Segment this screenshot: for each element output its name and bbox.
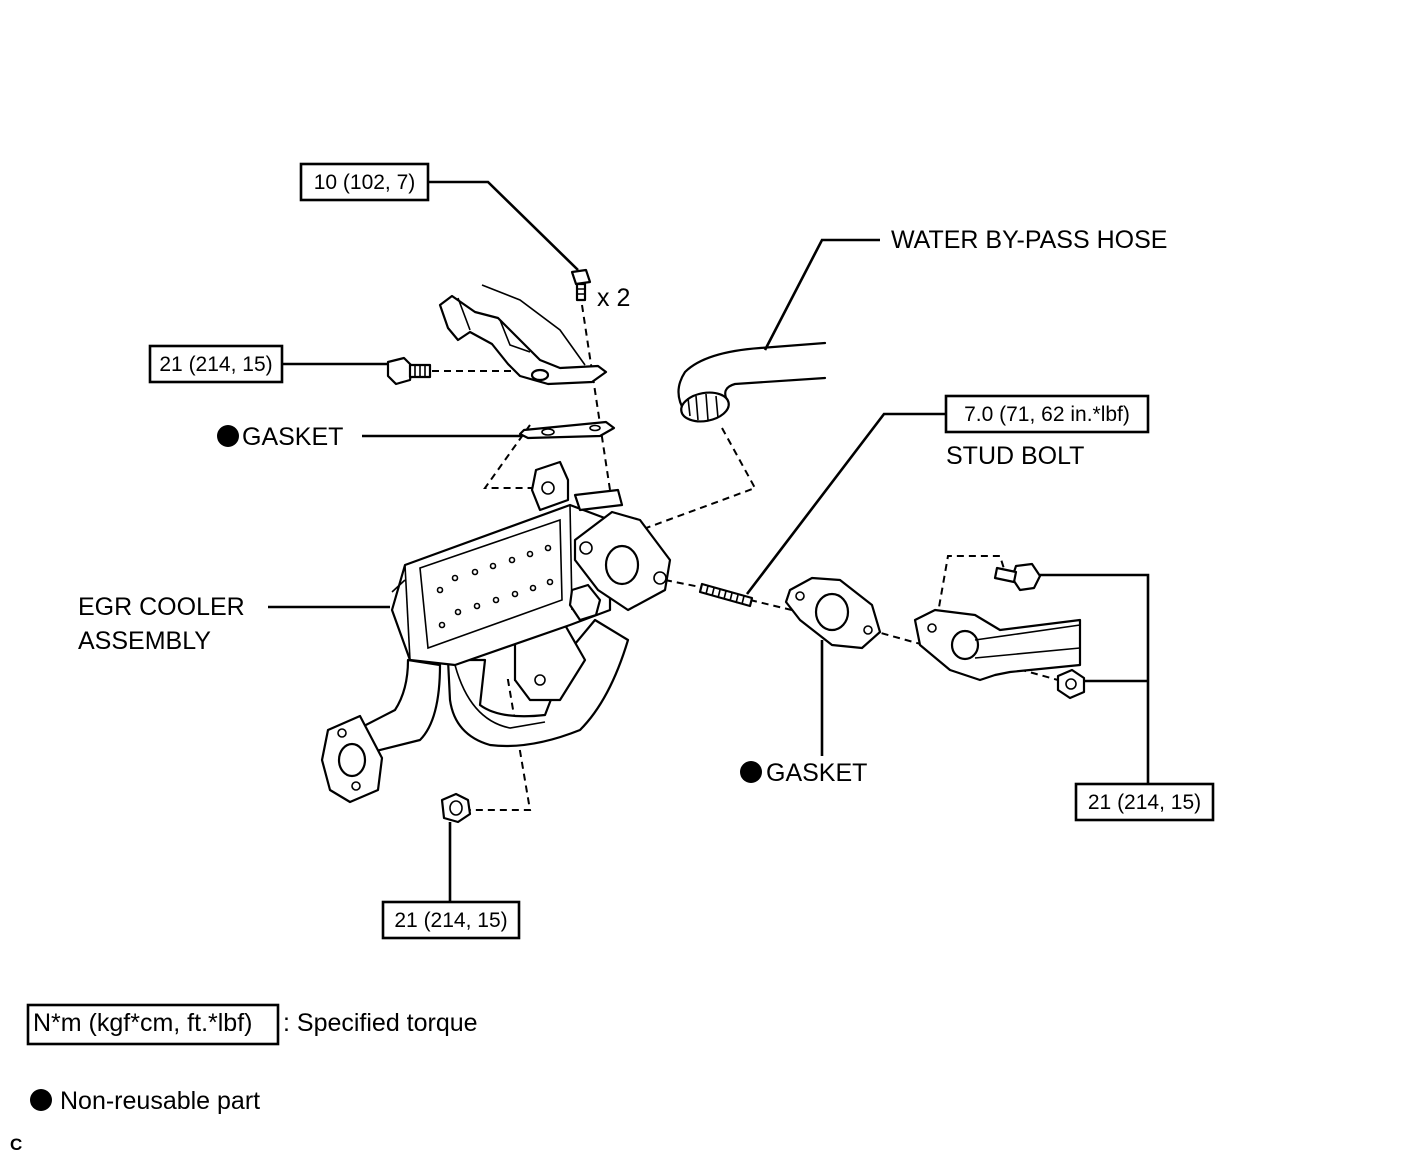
water-bypass-hose-label: WATER BY-PASS HOSE [891, 226, 1167, 254]
right-lower-nut-part [1056, 668, 1086, 700]
torque-box-top-bolt: 10 (102, 7) [299, 162, 430, 202]
legend-torque-desc: : Specified torque [283, 1009, 478, 1037]
stud-bolt-part [698, 582, 754, 608]
legend: N*m (kgf*cm, ft.*lbf) : Specified torque… [26, 1003, 478, 1115]
non-reusable-mark-icon [740, 761, 762, 783]
top-bolt-part [570, 268, 592, 302]
legend-torque-unit: N*m (kgf*cm, ft.*lbf) [33, 1009, 252, 1037]
egr-cooler-body [320, 460, 672, 804]
torque-box-stud-bolt: 7.0 (71, 62 in.*lbf) [944, 394, 1150, 434]
upper-gasket-label: GASKET [242, 423, 343, 451]
torque-box-upper-left-bolt: 21 (214, 15) [148, 344, 284, 384]
right-upper-bolt-part [993, 562, 1042, 592]
right-gasket-part [784, 576, 882, 650]
torque-value-lower-nut: 21 (214, 15) [394, 909, 507, 932]
stud-bolt-label: STUD BOLT [946, 442, 1084, 470]
legend-torque-box [26, 1003, 280, 1046]
lower-nut-part [440, 792, 472, 824]
egr-cooler-label-line2: ASSEMBLY [78, 627, 211, 655]
lower-gasket-label: GASKET [766, 759, 867, 787]
upper-gasket-part [518, 420, 616, 440]
water-outlet-pipe [438, 284, 608, 386]
quantity-label: x 2 [597, 284, 630, 312]
non-reusable-legend-icon [30, 1089, 52, 1111]
upper-left-bolt-part [386, 356, 432, 386]
leader-lines [268, 180, 1150, 902]
figure-reference: C [10, 1135, 22, 1154]
upper-gasket-label-group: GASKET [217, 423, 343, 451]
lower-gasket-label-group: GASKET [740, 759, 867, 787]
torque-box-right-bolts: 21 (214, 15) [1074, 782, 1215, 822]
legend-non-reusable: Non-reusable part [60, 1087, 260, 1115]
torque-box-lower-nut: 21 (214, 15) [381, 900, 521, 940]
torque-value-right-bolts: 21 (214, 15) [1088, 791, 1201, 814]
torque-value-upper-left-bolt: 21 (214, 15) [159, 353, 272, 376]
egr-pipe-part [913, 608, 1082, 682]
torque-value-top-bolt: 10 (102, 7) [314, 171, 416, 194]
non-reusable-mark-icon [217, 425, 239, 447]
torque-value-stud-bolt: 7.0 (71, 62 in.*lbf) [964, 403, 1130, 426]
water-bypass-hose-part [677, 341, 827, 423]
egr-cooler-label-line1: EGR COOLER [78, 593, 245, 621]
